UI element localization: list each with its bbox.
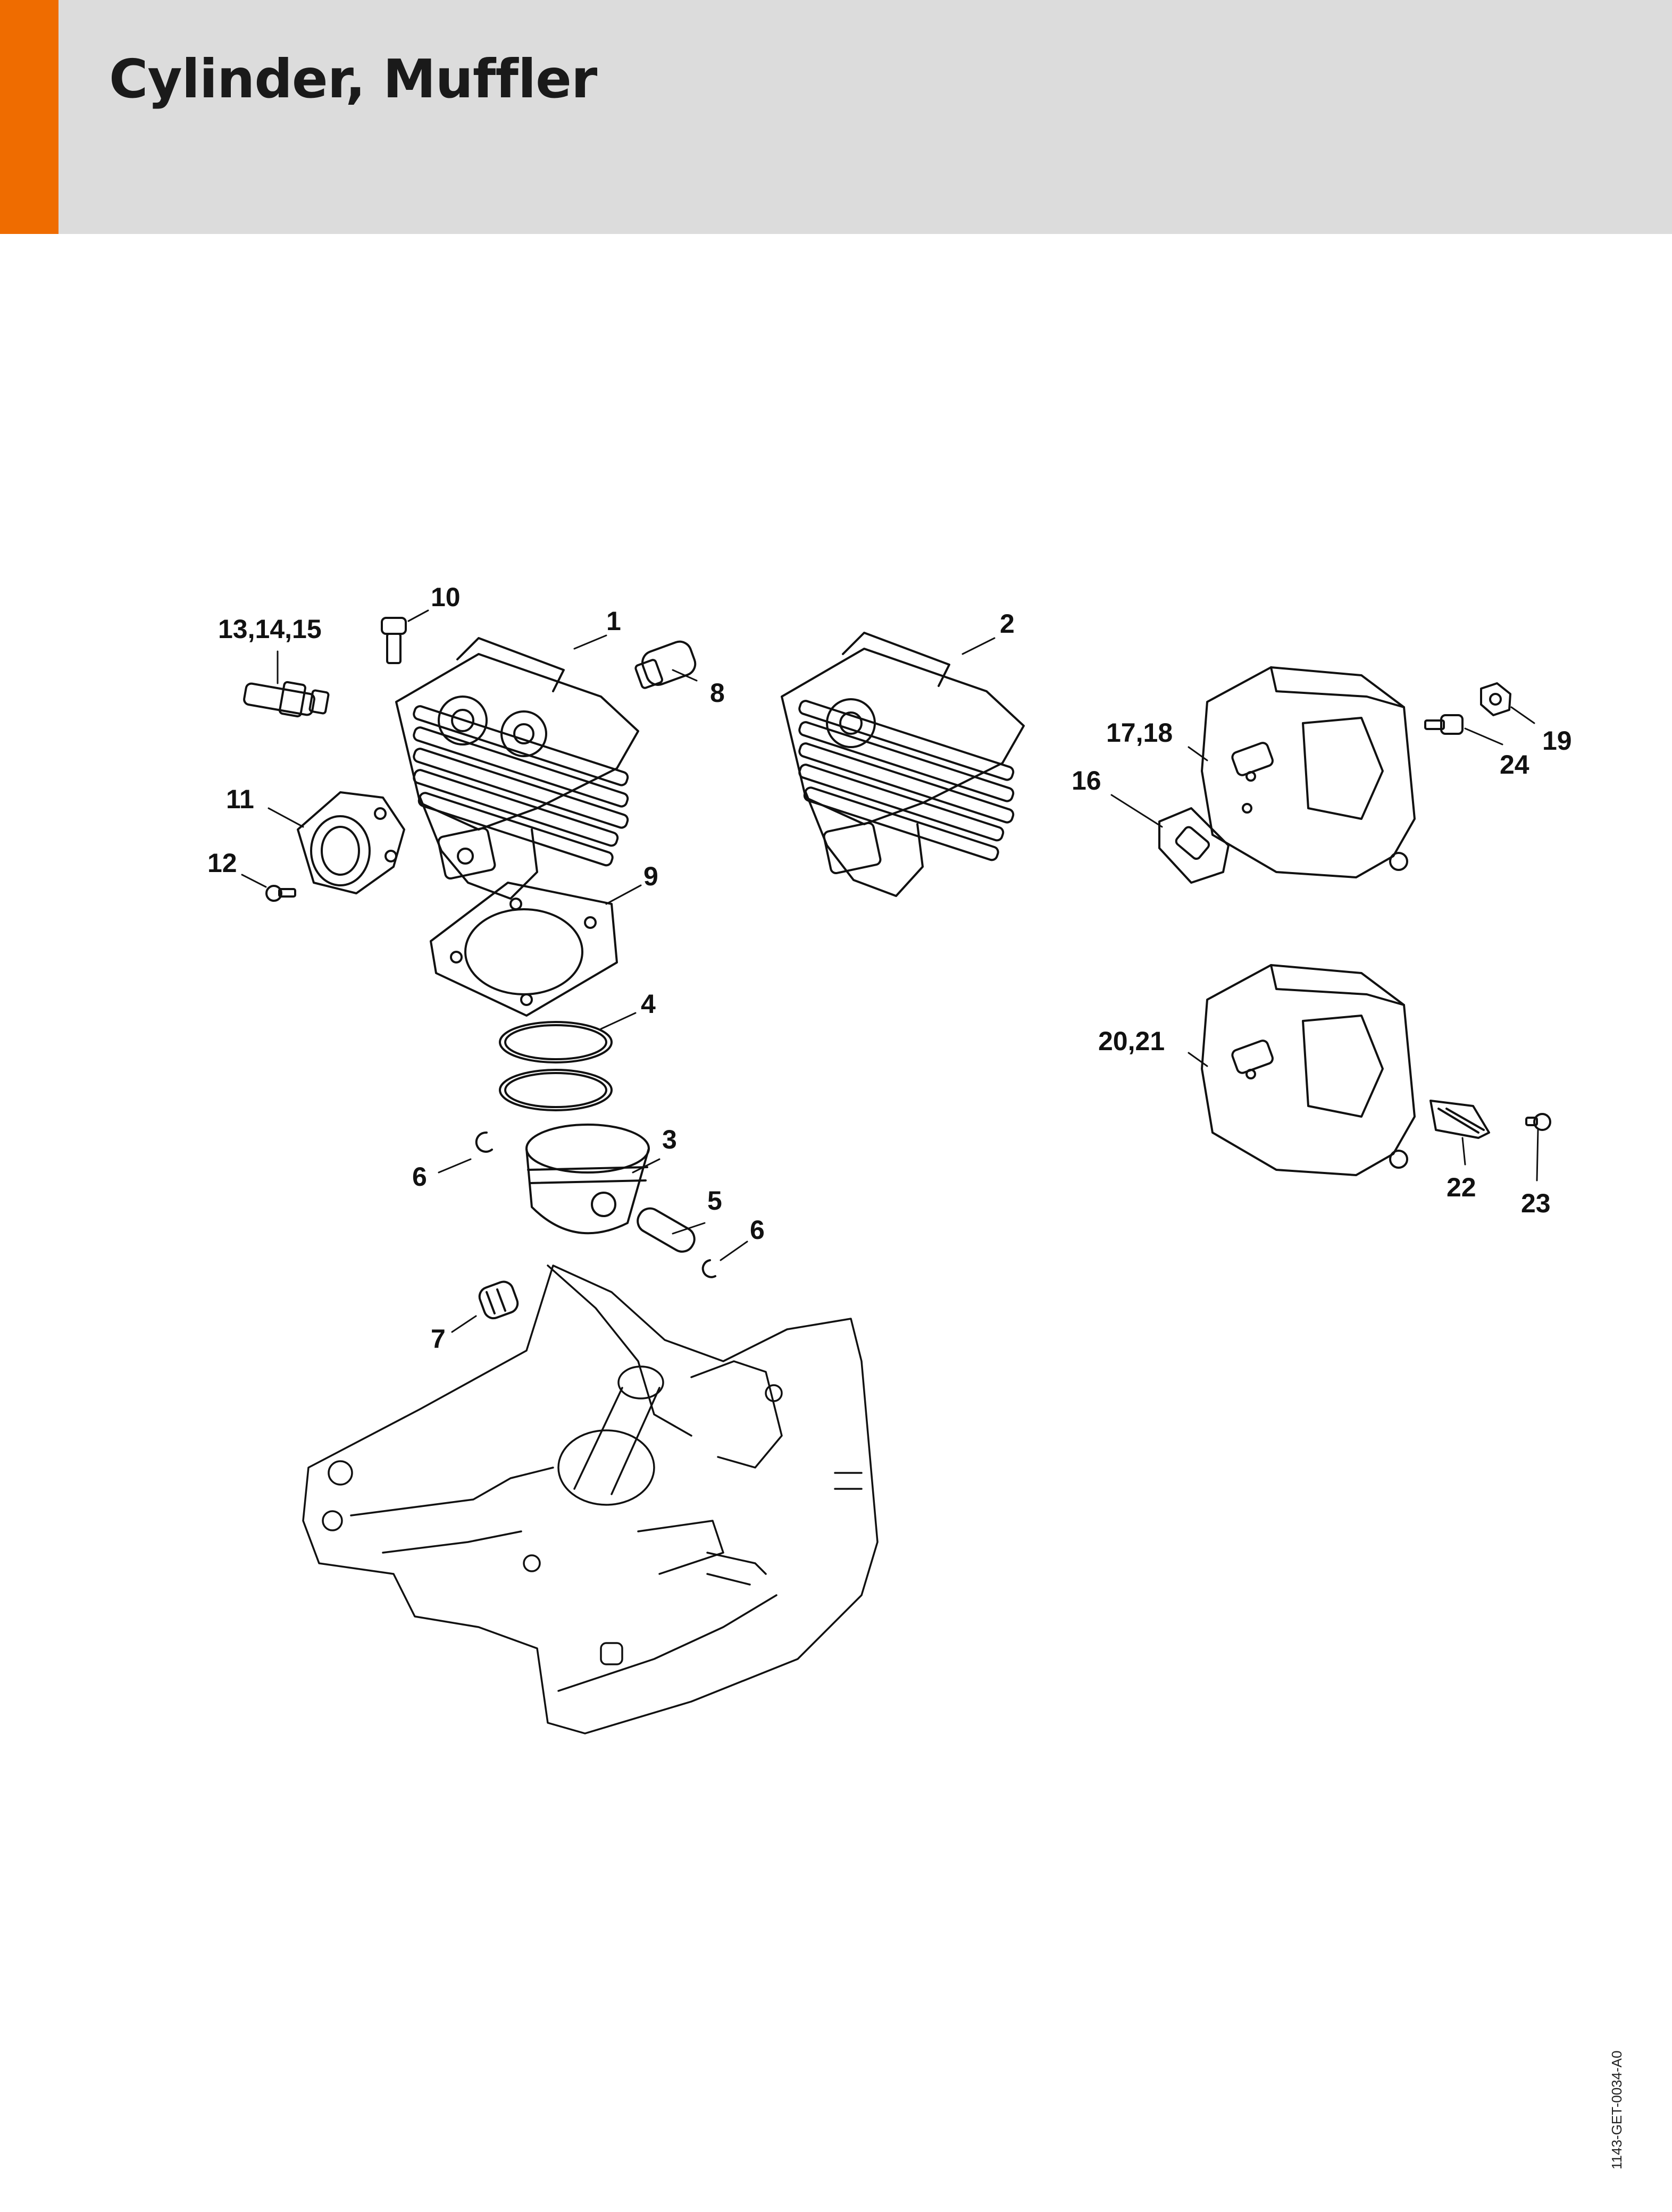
callout-16: 16 [1072,766,1101,795]
page-title: Cylinder, Muffler [109,48,597,110]
callout-10: 10 [431,582,461,612]
gasket-part-16 [1158,807,1230,884]
muffler-part-17-18 [1201,666,1416,878]
callout-4: 4 [641,989,656,1019]
header-band [0,0,1672,234]
cylinder-part-2 [781,632,1025,897]
muffler-part-20-21 [1201,964,1416,1176]
screw-part-12 [265,885,296,902]
screw-part-23 [1525,1113,1551,1131]
callout-23: 23 [1521,1188,1551,1218]
callout-6a: 6 [412,1162,427,1192]
screw-part-24 [1424,714,1464,735]
bearing-part-7 [478,1280,519,1320]
callout-22: 22 [1447,1172,1476,1202]
nut-part-19 [1480,682,1511,716]
circlip-part-6b [701,1259,716,1278]
callout-11: 11 [226,784,254,814]
manifold-part-11 [297,791,405,894]
screen-part-22 [1429,1100,1490,1139]
callout-24: 24 [1500,750,1529,780]
circlip-part-6a [475,1131,493,1153]
valve-part-8 [634,640,697,689]
gasket-part-9 [430,882,618,1017]
document-id: 1143-GET-0034-A0 [1609,2050,1625,2169]
callout-8: 8 [710,678,725,708]
callout-6b: 6 [750,1215,765,1245]
callout-17-18: 17,18 [1106,718,1173,748]
pin-part-5 [637,1207,696,1253]
callout-2: 2 [1000,609,1015,639]
callout-19: 19 [1542,726,1572,756]
accent-bar [0,0,58,234]
callout-labels: 10 1 8 2 13,14,15 11 12 9 4 3 5 6 6 7 17… [207,582,1572,1354]
callout-7: 7 [431,1324,446,1354]
callout-3: 3 [662,1125,677,1154]
callout-20-21: 20,21 [1098,1026,1165,1056]
screw-part-10 [381,617,407,664]
fitting-part-13-15 [243,681,330,718]
callout-5: 5 [707,1186,722,1216]
callout-13-14-15: 13,14,15 [218,614,322,644]
leader-lines [241,609,1539,1333]
piston-part-3 [525,1124,650,1235]
callout-9: 9 [643,861,658,891]
crankcase [302,1264,879,1735]
callout-1: 1 [606,606,621,636]
rings-part-4 [499,1021,613,1111]
cylinder-part-1 [395,637,639,900]
callout-12: 12 [207,848,237,878]
